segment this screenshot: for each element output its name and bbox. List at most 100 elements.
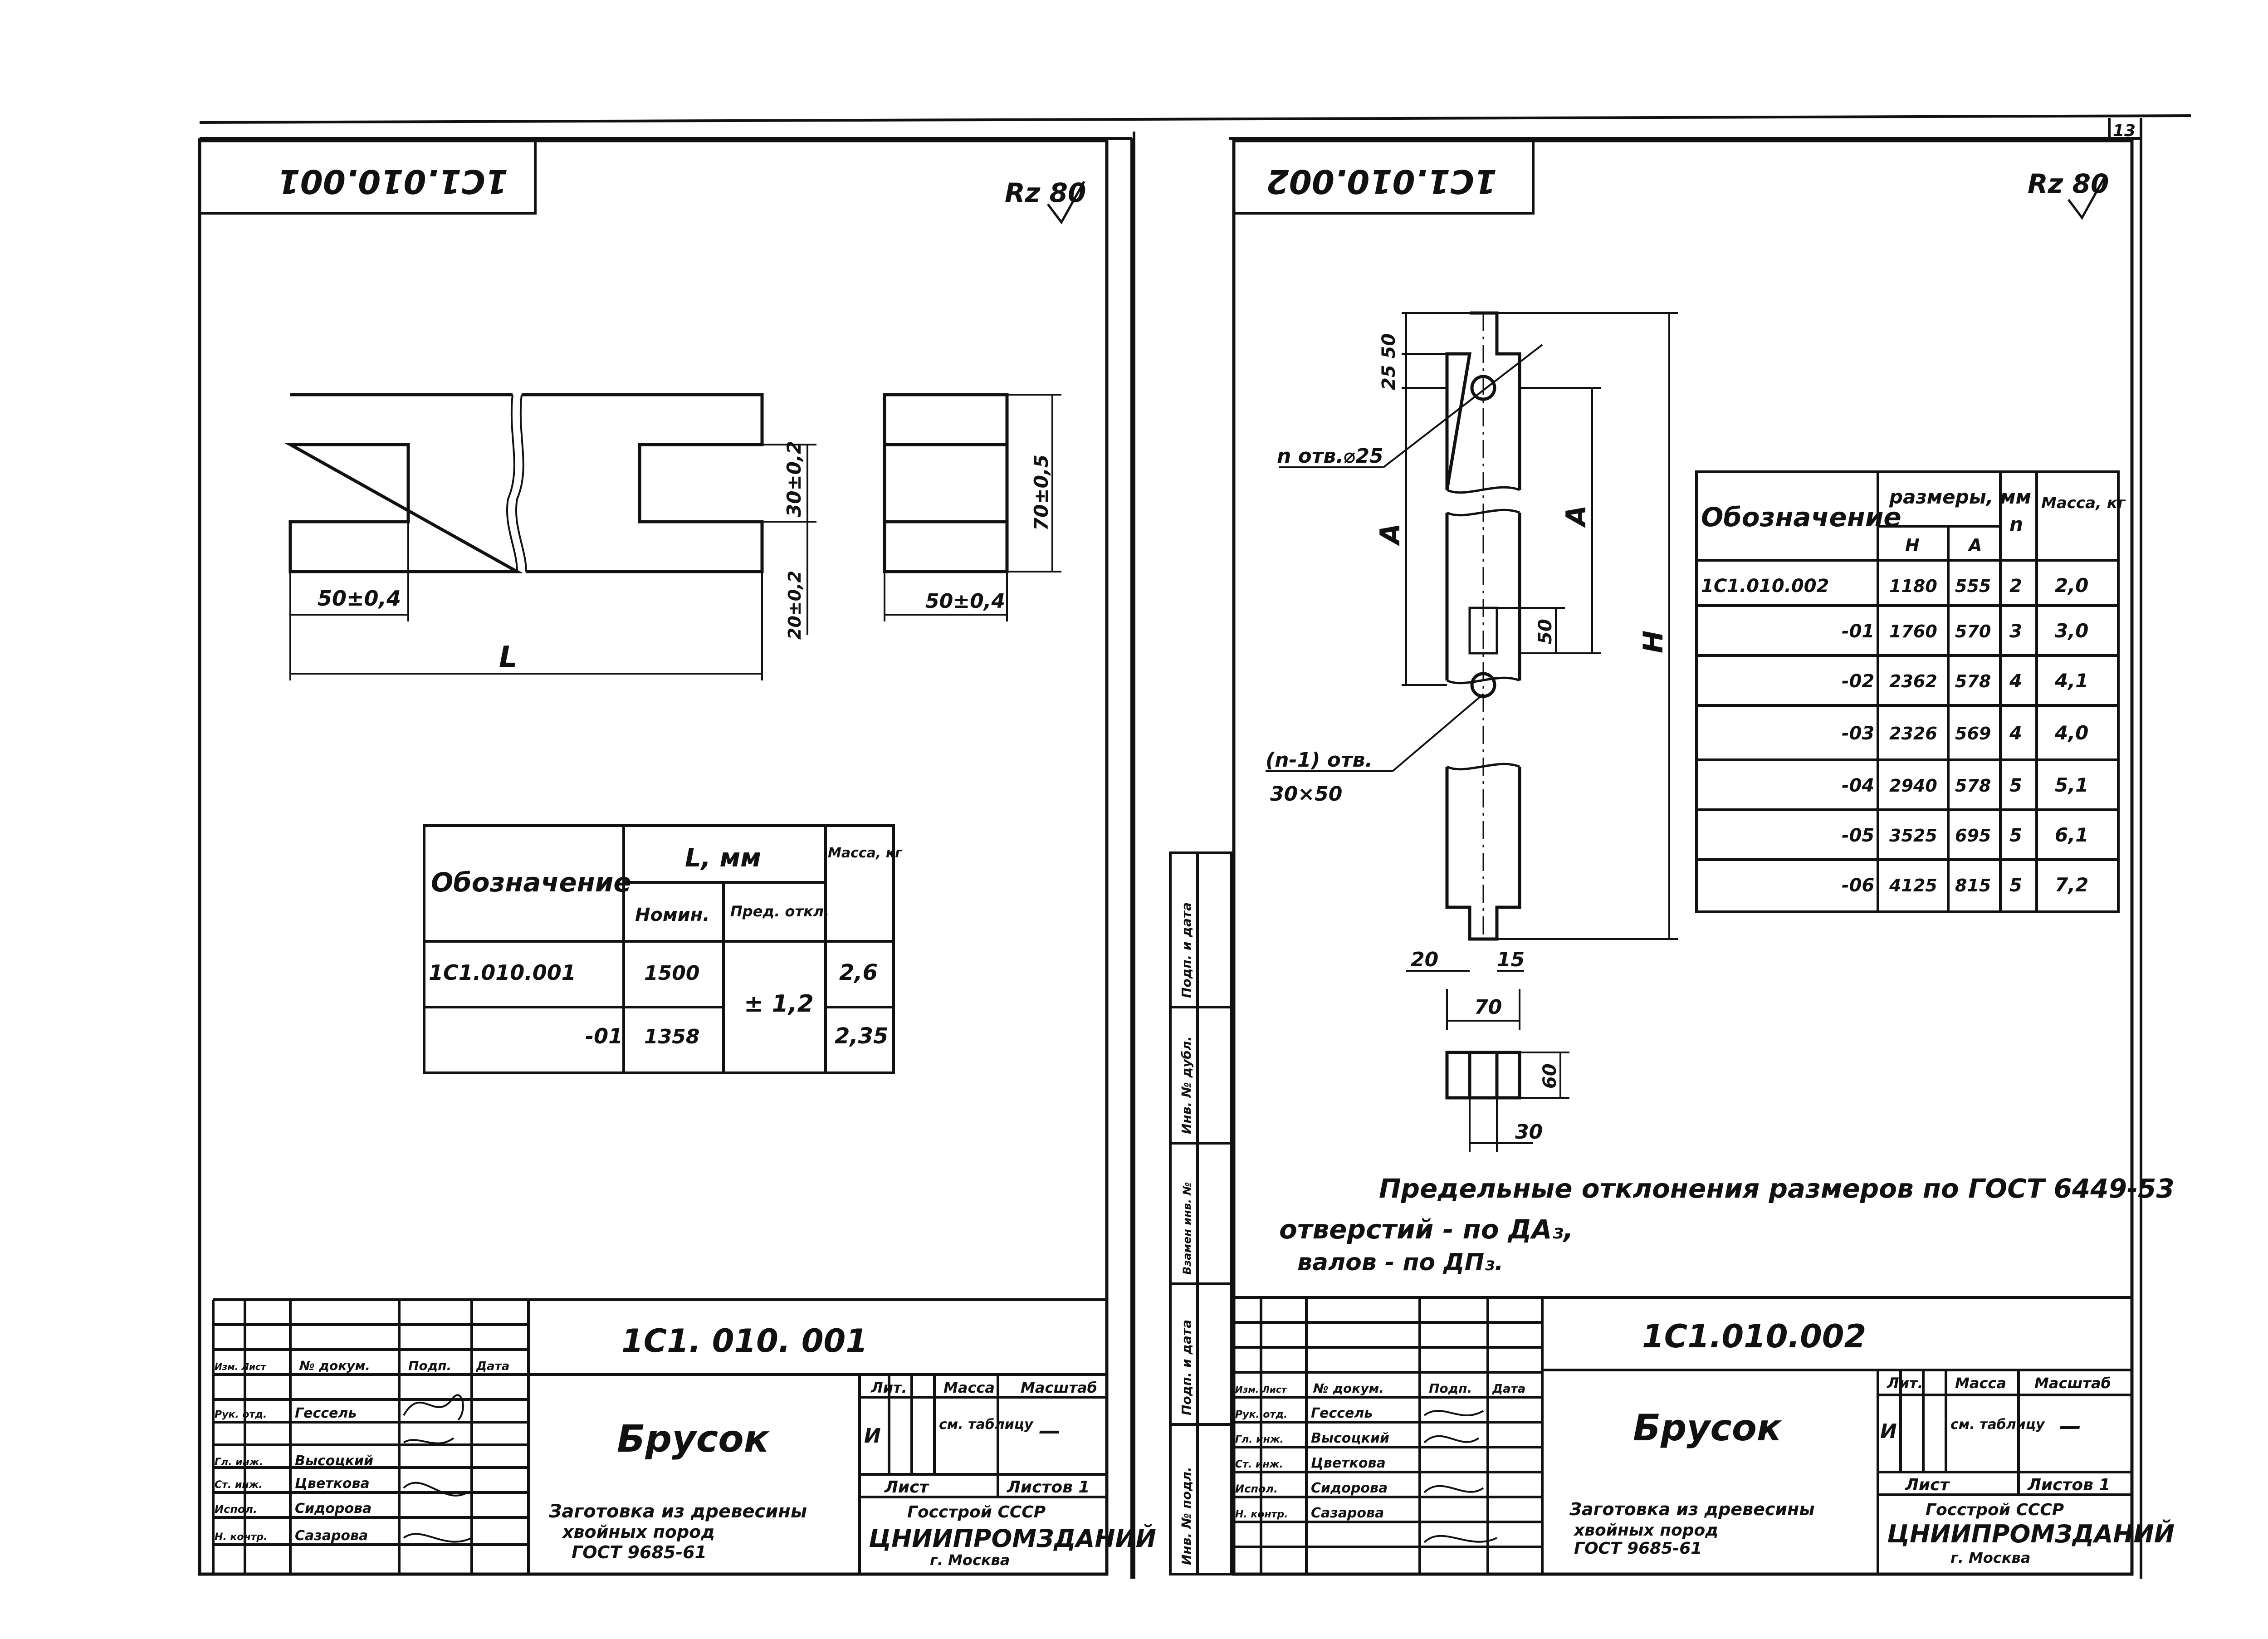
t2-row-3: -03 2326 569 4 4,0 [1842, 722, 2088, 744]
t2-row-mass: 3,0 [2055, 620, 2088, 642]
dim-h: H [1637, 631, 1669, 653]
sheet2-signatures [1423, 1410, 1497, 1543]
tb1-org-2: ЦНИИПРОМЗДАНИЙ [869, 1524, 1156, 1553]
t1-row2-nominal: 1358 [644, 1025, 699, 1048]
t1-row1-mass: 2,6 [839, 960, 878, 985]
t1-row1-designation: 1С1.010.001 [429, 960, 576, 985]
t2-row-designation: -04 [1842, 775, 1874, 796]
tb2-person-3: Цветкова [1311, 1455, 1386, 1471]
tb1-person-3: Цветкова [295, 1476, 370, 1492]
t1-col-mass: Масса, кг [828, 845, 903, 861]
sheet1-signatures [403, 1394, 472, 1543]
t2-row-mass: 4,0 [2054, 722, 2088, 744]
dim-end-width: 50±0,4 [925, 590, 1005, 613]
tb2-org-2: ЦНИИПРОМЗДАНИЙ [1887, 1520, 2175, 1548]
t2-row-n: 2 [2009, 576, 2022, 597]
tb2-person-5: Сазарова [1311, 1505, 1384, 1521]
t2-row-designation: -02 [1842, 671, 1874, 692]
dim-width-left: 50±0,4 [318, 586, 401, 611]
tb2-code: 1С1.010.002 [1642, 1318, 1866, 1355]
t1-row1-deviation: ± 1,2 [744, 990, 814, 1018]
tb1-code: 1С1. 010. 001 [621, 1322, 868, 1360]
sheet2-top-stamp [1232, 139, 1535, 215]
tb1-head-2: № докум. [298, 1358, 370, 1373]
sheet1-roughness: Rz 80 [1005, 177, 1086, 208]
tb1-role-3: Ст. инж. [215, 1479, 263, 1491]
tb2-person-1: Гессель [1311, 1405, 1373, 1421]
t2-row-mass: 7,2 [2055, 874, 2088, 896]
tb2-mass-value: см. таблицу [1950, 1417, 2045, 1433]
dim-depth: 30±0,2 [783, 441, 805, 517]
page-frame [198, 114, 2191, 1579]
tb2-head-3: Подп. [1429, 1381, 1472, 1396]
t2-row-n: 5 [2009, 825, 2022, 846]
dim-slot: 50 [1535, 619, 1556, 644]
side-label-5: Инв. № подл. [1179, 1467, 1194, 1565]
side-label-1: Подп. и дата [1179, 902, 1194, 998]
dim-s2: 30 [1515, 1120, 1543, 1144]
tb2-org-3: г. Москва [1950, 1549, 2030, 1566]
tb1-head-3: Подп. [408, 1358, 451, 1373]
tb2-sheets-label: Листов 1 [2027, 1476, 2110, 1494]
tb2-material-2: хвойных пород [1573, 1521, 1718, 1540]
t2-col-mass: Масса, кг [2041, 494, 2126, 512]
t1-col-nom: Номин. [635, 905, 710, 925]
dim-top: 25 50 [1378, 333, 1399, 390]
t2-col-designation: Обозначение [1701, 502, 1901, 533]
t2-row-a: 578 [1955, 671, 1991, 691]
tb1-person-1: Гессель [295, 1405, 357, 1421]
tb1-person-5: Сазарова [295, 1528, 368, 1544]
t2-row-mass: 6,1 [2055, 824, 2088, 846]
t2-row-n: 4 [2009, 723, 2022, 744]
t2-row-6: -06 4125 815 5 7,2 [1842, 874, 2088, 896]
t1-col-designation: Обозначение [431, 867, 631, 898]
t2-row-h: 2362 [1889, 671, 1937, 691]
tb1-lit-label: Лит. [870, 1379, 907, 1396]
tb2-person-4: Сидорова [1311, 1480, 1388, 1496]
tb1-org-1: Госстрой СССР [907, 1503, 1046, 1522]
tb2-name: Брусок [1633, 1407, 1782, 1449]
t2-row-a: 555 [1955, 576, 1991, 596]
tb2-role-3: Ст. инж. [1235, 1459, 1283, 1470]
t2-row-a: 695 [1955, 826, 1991, 846]
sheet2-bar [1445, 311, 1521, 1100]
tb1-scale-label: Масштаб [1021, 1379, 1097, 1396]
dim-a-left: A [1374, 524, 1406, 546]
t2-row-a: 578 [1955, 776, 1991, 796]
tb1-name: Брусок [617, 1418, 770, 1461]
t2-row-mass: 4,1 [2054, 670, 2088, 692]
t2-col-n: n [2009, 513, 2023, 535]
tb1-head-1: Изм. Лист [215, 1361, 267, 1372]
t2-row-a: 569 [1955, 724, 1991, 744]
t2-row-4: -04 2940 578 5 5,1 [1842, 774, 2088, 796]
dim-b2: 15 [1497, 948, 1525, 971]
sheet1-top-stamp [198, 139, 537, 215]
dim-b3: 70 [1474, 996, 1502, 1019]
t2-row-mass: 2,0 [2055, 574, 2088, 597]
t2-row-2: -02 2362 578 4 4,1 [1842, 670, 2088, 692]
sheet-2: 1С1.010.002 Rz 80 Подп. и дата Инв. № ду… [1169, 139, 2175, 1576]
t2-row-a: 570 [1955, 621, 1991, 641]
side-label-2: Инв. № дубл. [1179, 1036, 1194, 1134]
tb1-role-4: Испол. [215, 1503, 257, 1516]
tb2-role-1: Рук. отд. [1235, 1409, 1287, 1420]
note-line-2: отверстий - по ДА₃, [1279, 1214, 1574, 1245]
t2-row-designation: -05 [1842, 825, 1874, 846]
tb1-sheet-label: Лист [884, 1478, 929, 1497]
t1-col-L: L, мм [685, 843, 761, 873]
tb1-scale-value: — [1039, 1418, 1061, 1443]
tb2-sheet-label: Лист [1905, 1476, 1950, 1494]
sheet1-code-top: 1С1.010.001 [278, 162, 508, 201]
t2-row-h: 2326 [1889, 724, 1937, 744]
tb1-role-2: Гл. инж. [215, 1457, 263, 1468]
tb2-role-5: Н. контр. [1235, 1509, 1288, 1520]
dim-s1: 60 [1540, 1063, 1560, 1089]
tb1-mass-value: см. таблицу [939, 1417, 1034, 1433]
tb2-scale-label: Масштаб [2034, 1375, 2111, 1392]
dim-length: L [499, 641, 518, 674]
sheet1-part-end [883, 393, 1009, 573]
sheet2-roughness: Rz 80 [2028, 168, 2109, 199]
tb2-material-3: ГОСТ 9685-61 [1574, 1539, 1702, 1558]
tb1-lit-value: И [864, 1424, 881, 1448]
tb1-material-2: хвойных пород [562, 1522, 715, 1542]
